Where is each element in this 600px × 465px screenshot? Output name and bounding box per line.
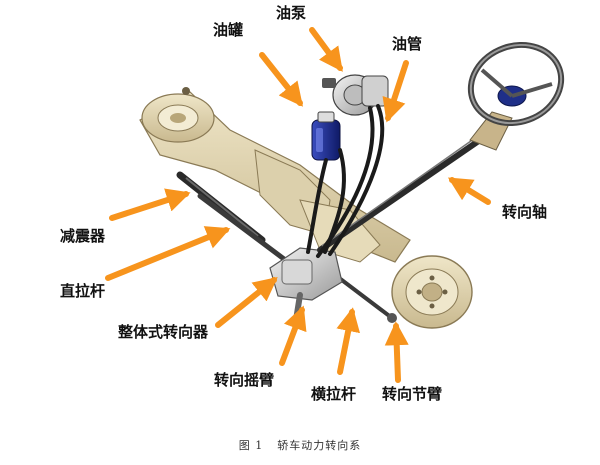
arrow-drag-link [105,226,231,281]
oil-pump-part [322,74,389,116]
arrow-oil-tank [259,52,303,107]
steering-shaft-part [317,111,513,253]
figure-caption: 图 1 轿车动力转向系 [0,437,600,453]
label-oil-pump: 油泵 [276,4,307,22]
label-integral-gear: 整体式转向器 [118,323,209,341]
drag-link-part [197,193,291,265]
steering-wheel [467,41,565,127]
arrow-knuckle-arm [384,321,409,383]
label-steering-shaft: 转向轴 [502,203,548,221]
arrow-oil-pump [309,27,343,72]
caption-number: 图 1 [238,439,264,452]
label-tie-rod: 横拉杆 [311,385,357,403]
arrow-integral-gear [215,276,278,328]
arrow-tie-rod [336,307,361,375]
arrow-pitman-arm [279,305,307,366]
label-oil-tank: 油罐 [213,21,244,39]
caption-text: 轿车动力转向系 [277,439,362,452]
oil-tank-part [311,111,341,161]
callout-arrows [105,27,491,383]
label-pitman-arm: 转向摇臂 [214,371,275,389]
oil-hoses [306,104,385,258]
label-knuckle-arm: 转向节臂 [382,385,443,403]
arrow-oil-pipe [382,60,409,123]
label-drag-link: 直拉杆 [60,282,106,300]
steering-gear-box [269,247,343,323]
arrow-shock-absorber [109,188,191,221]
label-shock-absorber: 减震器 [60,227,106,245]
arrow-steering-shaft [447,177,491,205]
left-wheel-hub [141,87,215,143]
label-oil-pipe: 油管 [392,35,423,53]
right-brake-disc [391,255,473,329]
